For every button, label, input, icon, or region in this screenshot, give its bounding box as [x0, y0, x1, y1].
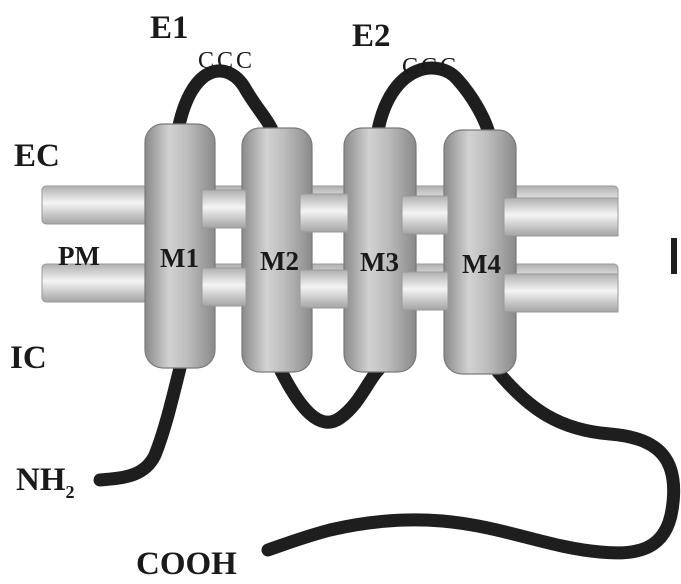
extracellular-loop-e1 [178, 71, 272, 130]
membrane-front-piece [202, 190, 246, 228]
segment-label-m2: M2 [260, 246, 299, 276]
membrane-front-piece [504, 198, 618, 236]
n-terminal-tail [100, 368, 180, 480]
n-terminus-subscript: 2 [66, 482, 75, 502]
cysteine-label-e2: CCC [402, 54, 459, 80]
segment-label-m3: M3 [360, 247, 399, 277]
cysteine-label-e1: CCC [198, 48, 255, 74]
loop-label-e1: E1 [150, 10, 189, 46]
intracellular-label: IC [10, 340, 47, 376]
plasma-membrane-label: PM [58, 241, 100, 271]
segment-label-m1: M1 [160, 243, 199, 273]
membrane-front-piece [300, 270, 348, 308]
intracellular-loop [278, 365, 380, 422]
membrane-front-piece [402, 196, 448, 234]
membrane-front-piece [504, 274, 618, 312]
c-terminus-label: COOH [136, 546, 237, 582]
membrane-front-piece [402, 272, 448, 310]
membrane-front-piece [300, 194, 348, 232]
n-terminus-label: NH2 [16, 462, 75, 502]
segment-label-m4: M4 [462, 249, 501, 279]
c-terminal-tail [268, 372, 674, 553]
membrane-front-piece [202, 268, 246, 306]
extracellular-label: EC [14, 138, 60, 174]
loop-label-e2: E2 [352, 18, 391, 54]
n-terminus-text: NH [16, 462, 66, 498]
edge-mark [671, 238, 677, 274]
